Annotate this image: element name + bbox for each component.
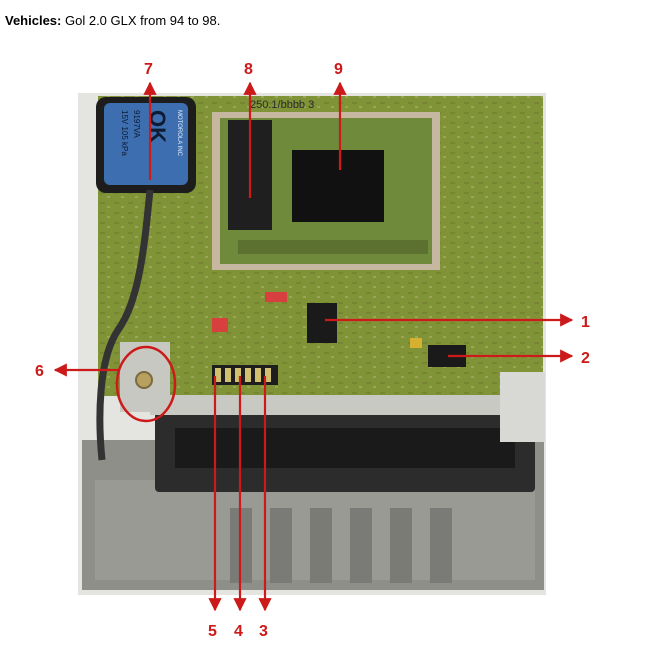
caption-text: Gol 2.0 GLX from 94 to 98. bbox=[65, 13, 221, 28]
callout-4: 4 bbox=[234, 623, 243, 640]
highlight-circle bbox=[115, 345, 177, 423]
ic-1 bbox=[307, 303, 337, 343]
callout-labels: 1 2 3 4 5 6 7 8 9 bbox=[35, 61, 590, 640]
sensor-spec: 15V 105 kPa bbox=[120, 110, 129, 156]
main-connector bbox=[150, 372, 545, 492]
caption-label: Vehicles: bbox=[5, 13, 62, 28]
callout-5: 5 bbox=[208, 623, 217, 640]
callout-1: 1 bbox=[581, 314, 590, 331]
sensor-part: 9197VA bbox=[132, 110, 141, 139]
callout-2: 2 bbox=[581, 350, 590, 367]
screw-icon bbox=[135, 371, 153, 389]
ic-2 bbox=[428, 345, 466, 367]
microcontroller-chip bbox=[292, 150, 384, 222]
capacitor bbox=[410, 338, 422, 348]
callout-8: 8 bbox=[244, 61, 253, 78]
board-marking: 250.1/bbbb 3 bbox=[250, 99, 314, 111]
callout-arrows bbox=[53, 81, 574, 612]
red-component bbox=[265, 292, 287, 302]
sensor-brand: MOTOROLA INC bbox=[176, 110, 182, 157]
map-sensor: MOTOROLA INC OK 9197VA 15V 105 kPa bbox=[96, 97, 196, 461]
sensor-mark: OK bbox=[145, 110, 170, 143]
vehicle-caption: Vehicles: Gol 2.0 GLX from 94 to 98. bbox=[5, 13, 220, 29]
pin-header bbox=[212, 365, 278, 385]
callout-6: 6 bbox=[35, 363, 44, 380]
shielded-module bbox=[212, 112, 440, 270]
sensor-hose bbox=[96, 189, 154, 461]
red-component-2 bbox=[212, 318, 228, 332]
mounting-bracket bbox=[115, 342, 177, 423]
callout-7: 7 bbox=[144, 61, 153, 78]
callout-9: 9 bbox=[334, 61, 343, 78]
callout-3: 3 bbox=[259, 623, 268, 640]
